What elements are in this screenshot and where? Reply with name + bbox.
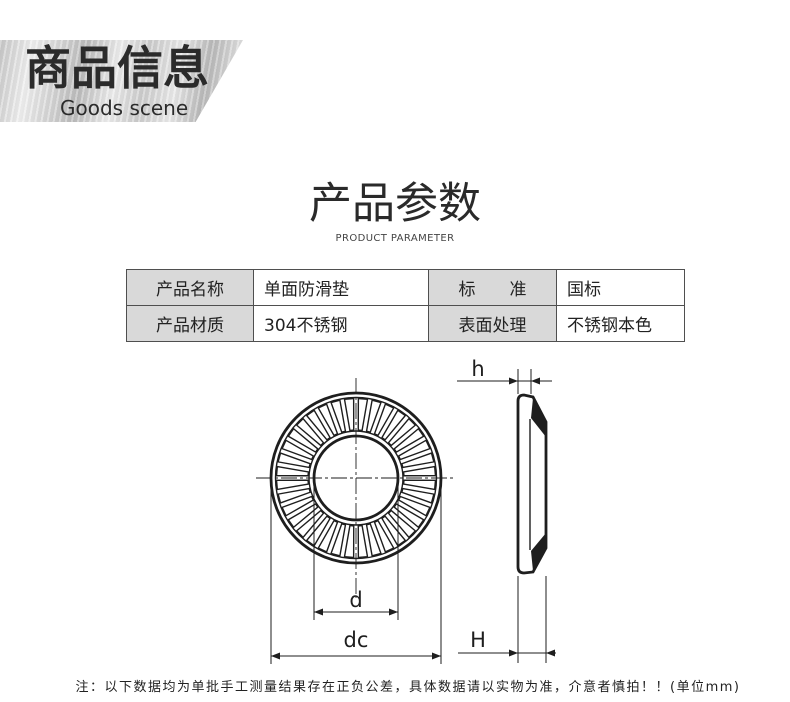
spec-row: 产品材质 304不锈钢 表面处理 不锈钢本色 (126, 305, 685, 342)
serration-tooth (295, 509, 325, 539)
arrowhead (509, 649, 518, 657)
serration-tooth (400, 452, 435, 469)
side-serration-top (531, 398, 546, 437)
dimension-dc: dc (270, 482, 442, 664)
footnote: 注：以下数据均为单批手工测量结果存在正负公差，具体数据请以实物为准，介意者慎拍！… (75, 680, 741, 695)
section-title: 产品参数 (309, 179, 481, 229)
arrowhead (432, 652, 441, 660)
serration-ring (275, 397, 437, 559)
dimension-h: h (457, 357, 552, 394)
arrowhead (314, 608, 323, 616)
banner-title: 商品信息 (25, 41, 209, 95)
goods-banner (0, 40, 243, 122)
serration-tooth (387, 417, 417, 447)
dimension-label-h: h (471, 357, 484, 381)
front-view (256, 378, 456, 598)
spec-table: 产品名称 单面防滑垫 标 准 国标 产品材质 304不锈钢 表面处理 不锈钢本色 (126, 269, 685, 342)
dimension-d: d (313, 482, 399, 620)
spec-value: 单面防滑垫 (253, 269, 429, 306)
washer-drawing: d dc h H (256, 357, 556, 664)
serration-tooth (317, 403, 339, 437)
serration-tooth (277, 452, 312, 469)
serration-tooth (287, 427, 319, 453)
side-profile-outline (516, 393, 548, 575)
serration-tooth (397, 495, 431, 517)
serration-tooth (275, 465, 310, 477)
arrowhead (509, 377, 518, 385)
serration-tooth (305, 409, 331, 441)
serration-tooth (357, 397, 369, 432)
serration-tooth (381, 409, 407, 441)
arrowhead (531, 377, 540, 385)
serration-tooth (373, 519, 395, 553)
spec-value: 国标 (556, 269, 685, 306)
spec-label: 产品材质 (126, 305, 254, 342)
side-view (516, 393, 548, 575)
serration-tooth (277, 487, 312, 504)
serration-tooth (402, 479, 437, 491)
arrowhead (271, 652, 280, 660)
serration-tooth (275, 479, 310, 491)
dimension-H: H (458, 576, 556, 663)
spec-label: 表面处理 (428, 305, 557, 342)
serration-tooth (373, 403, 395, 437)
spec-label: 标 准 (428, 269, 557, 306)
serration-tooth (287, 503, 319, 529)
dimension-label-dc: dc (344, 628, 369, 652)
side-serration-bottom (531, 533, 546, 571)
serration-tooth (343, 397, 355, 432)
spec-label: 产品名称 (126, 269, 254, 306)
serration-tooth (281, 439, 315, 461)
banner-brushed-texture (0, 40, 243, 122)
serration-tooth (330, 399, 347, 434)
spec-value: 不锈钢本色 (556, 305, 685, 342)
serration-tooth (400, 487, 435, 504)
serration-tooth (365, 522, 382, 557)
banner-subtitle: Goods scene (60, 96, 189, 120)
serration-tooth (281, 495, 315, 517)
serration-tooth (343, 524, 355, 559)
dimension-label-H: H (470, 628, 486, 652)
serration-tooth (365, 399, 382, 434)
serration-tooth (397, 439, 431, 461)
serration-tooth (330, 522, 347, 557)
spec-row: 产品名称 单面防滑垫 标 准 国标 (126, 269, 685, 306)
dimension-label-d: d (349, 588, 362, 612)
serration-tooth (317, 519, 339, 553)
serration-tooth (393, 427, 425, 453)
arrowhead (546, 649, 555, 657)
spec-value: 304不锈钢 (253, 305, 429, 342)
serration-tooth (305, 515, 331, 547)
serration-tooth (357, 524, 369, 559)
serration-tooth (402, 465, 437, 477)
serration-tooth (387, 509, 417, 539)
serration-tooth (393, 503, 425, 529)
arrowhead (389, 608, 398, 616)
serration-tooth (295, 417, 325, 447)
serration-tooth (381, 515, 407, 547)
section-subtitle: PRODUCT PARAMETER (335, 233, 455, 244)
